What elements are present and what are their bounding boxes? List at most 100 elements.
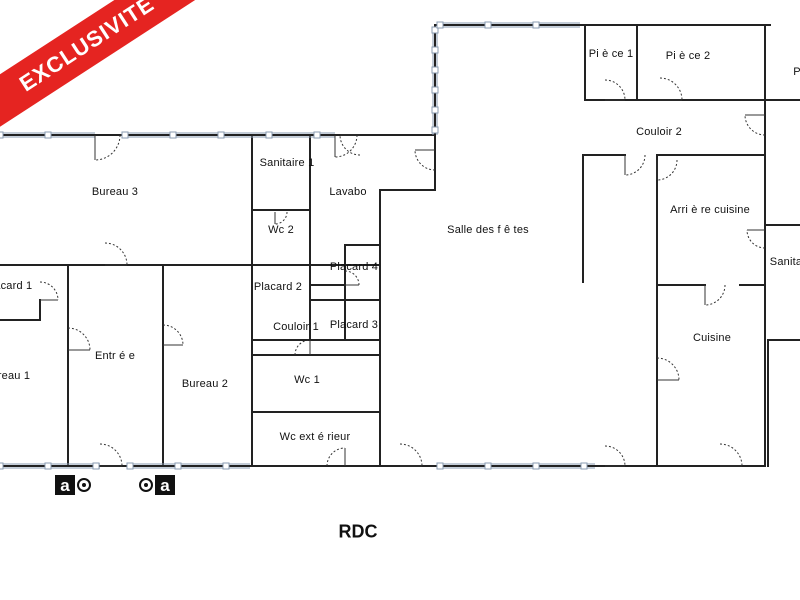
window-post bbox=[436, 21, 444, 29]
door-arc bbox=[604, 445, 626, 467]
window-post bbox=[580, 462, 588, 470]
window-post bbox=[222, 462, 230, 470]
window-post bbox=[484, 21, 492, 29]
room-label-bureau-3: Bureau 3 bbox=[91, 186, 139, 198]
door-arc bbox=[659, 77, 683, 101]
door-swing bbox=[719, 443, 743, 467]
window-post bbox=[313, 131, 321, 139]
door-swing bbox=[334, 134, 358, 158]
door-arc bbox=[744, 114, 766, 136]
room-label-piece-partial: P bbox=[793, 66, 800, 78]
window-post bbox=[431, 86, 439, 94]
door-swing bbox=[67, 327, 91, 351]
door-swing bbox=[399, 443, 423, 467]
door-arc bbox=[656, 159, 678, 181]
window-post bbox=[174, 462, 182, 470]
door-swing bbox=[104, 242, 128, 266]
room-label-arriere-cuisine: Arri è re cuisine bbox=[670, 204, 750, 216]
door-arc bbox=[274, 211, 288, 225]
window-post bbox=[169, 131, 177, 139]
door-swing bbox=[656, 357, 680, 381]
window-post bbox=[436, 462, 444, 470]
door-arc bbox=[94, 134, 121, 161]
window-post bbox=[0, 462, 4, 470]
room-label-couloir-1: Couloir 1 bbox=[273, 321, 319, 333]
door-swing bbox=[344, 270, 360, 286]
room-label-bureau-1: reau 1 bbox=[0, 370, 31, 382]
door-swing bbox=[339, 134, 361, 156]
door-swing bbox=[94, 134, 121, 161]
door-swing bbox=[656, 159, 678, 181]
window-post bbox=[0, 131, 4, 139]
window-segment bbox=[436, 462, 595, 470]
room-label-entree: Entr é e bbox=[94, 350, 136, 362]
accessibility-marker-left: a bbox=[55, 474, 91, 496]
room-label-placard-1: lacard 1 bbox=[0, 280, 33, 292]
door-arc bbox=[344, 270, 360, 286]
window-post bbox=[44, 462, 52, 470]
door-arc bbox=[162, 324, 184, 346]
door-arc bbox=[39, 281, 59, 301]
window-post bbox=[44, 131, 52, 139]
door-arc bbox=[294, 339, 311, 356]
door-swing bbox=[746, 229, 766, 249]
room-label-lavabo: Lavabo bbox=[329, 186, 367, 198]
door-arc bbox=[624, 154, 646, 176]
door-swing bbox=[294, 339, 311, 356]
door-swing bbox=[162, 324, 184, 346]
door-swing bbox=[659, 77, 683, 101]
door-arc bbox=[334, 134, 358, 158]
door-swing bbox=[274, 211, 288, 225]
window-post bbox=[431, 66, 439, 74]
room-label-couloir-2: Couloir 2 bbox=[636, 126, 682, 138]
accessibility-a-icon: a bbox=[155, 475, 175, 495]
window-post bbox=[121, 131, 129, 139]
room-label-salle-des-fetes: Salle des f ê tes bbox=[447, 224, 529, 236]
window-post bbox=[532, 462, 540, 470]
door-swing bbox=[326, 447, 346, 467]
room-label-placard-3: Placard 3 bbox=[329, 319, 379, 331]
window-segment bbox=[431, 26, 439, 135]
door-arc bbox=[104, 242, 128, 266]
window-post bbox=[532, 21, 540, 29]
door-swing bbox=[604, 445, 626, 467]
window-segment bbox=[121, 131, 335, 139]
accessibility-circle-icon bbox=[77, 478, 91, 492]
window-post bbox=[431, 126, 439, 134]
door-swing bbox=[624, 154, 646, 176]
door-arc bbox=[414, 149, 436, 171]
floor-level-label: RDC bbox=[338, 521, 378, 542]
window-post bbox=[92, 462, 100, 470]
door-arc bbox=[656, 357, 680, 381]
room-label-piece-1: Pi è ce 1 bbox=[588, 48, 634, 60]
window-post bbox=[431, 46, 439, 54]
room-label-piece-2: Pi è ce 2 bbox=[665, 50, 711, 62]
door-arc bbox=[399, 443, 423, 467]
accessibility-a-icon: a bbox=[55, 475, 75, 495]
door-arc bbox=[99, 443, 123, 467]
accessibility-marker-right: a bbox=[139, 474, 175, 496]
window-post bbox=[431, 26, 439, 34]
room-label-cuisine: Cuisine bbox=[692, 332, 732, 344]
room-label-wc-2: Wc 2 bbox=[268, 224, 294, 236]
door-arc bbox=[704, 284, 726, 306]
window-segment bbox=[436, 21, 580, 29]
window-post bbox=[126, 462, 134, 470]
door-arc bbox=[67, 327, 91, 351]
window-segment bbox=[0, 131, 95, 139]
window-segment bbox=[0, 462, 100, 470]
window-post bbox=[484, 462, 492, 470]
room-label-placard-4: Placard 4 bbox=[329, 261, 379, 273]
window-segment bbox=[126, 462, 250, 470]
door-arc bbox=[719, 443, 743, 467]
room-label-bureau-2: Bureau 2 bbox=[181, 378, 229, 390]
door-arc bbox=[604, 79, 626, 101]
accessibility-circle-icon bbox=[139, 478, 153, 492]
door-swing bbox=[414, 149, 436, 171]
room-label-wc-exterieur: Wc ext é rieur bbox=[279, 431, 351, 443]
room-label-placard-2: Placard 2 bbox=[253, 281, 303, 293]
door-swing bbox=[604, 79, 626, 101]
window-post bbox=[431, 106, 439, 114]
